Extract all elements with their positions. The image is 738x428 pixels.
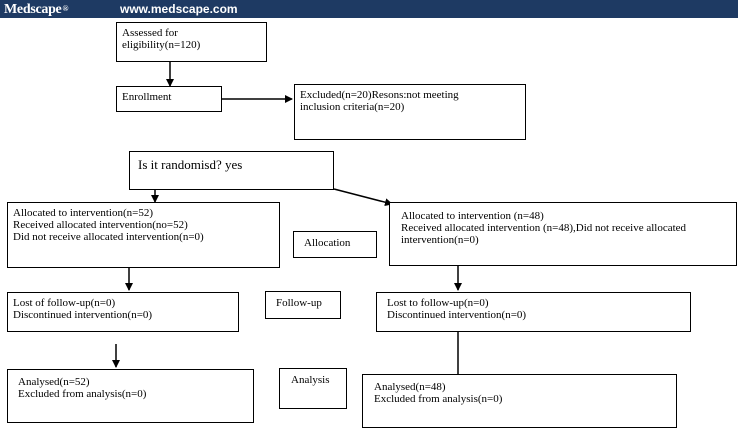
registered-mark: ® <box>62 4 69 13</box>
box-text: eligibility(n=120) <box>122 39 201 51</box>
box-text: Lost of follow-up(n=0) <box>13 297 116 309</box>
assessed-box: Assessed for eligibility(n=120) <box>116 22 267 62</box>
box-text: Discontinued intervention(n=0) <box>13 309 153 321</box>
excluded-box: Excluded(n=20)Resons:not meeting inclusi… <box>294 84 526 140</box>
box-text: Is it randomisd? yes <box>138 157 243 172</box>
alloc-right-box: Allocated to intervention (n=48) Receive… <box>389 202 737 266</box>
arrow-randomised-to-right <box>333 188 393 207</box>
box-text: Excluded from analysis(n=0) <box>374 393 503 405</box>
box-text: Did not receive allocated intervention(n… <box>13 231 204 243</box>
box-text: Discontinued intervention(n=0) <box>387 309 527 321</box>
stage-label: Allocation <box>304 237 351 249</box>
box-text: Analysed(n=48) <box>374 381 446 393</box>
box-text: Excluded from analysis(n=0) <box>18 388 147 400</box>
box-text: Analysed(n=52) <box>18 376 90 388</box>
followup-label-box: Follow-up <box>265 291 341 319</box>
box-text: Lost to follow-up(n=0) <box>387 297 489 309</box>
box-text: inclusion criteria(n=20) <box>300 101 405 113</box>
analysis-label-box: Analysis <box>279 368 347 409</box>
box-text: Received allocated intervention(no=52) <box>13 219 188 231</box>
box-text: Excluded(n=20)Resons:not meeting <box>300 89 459 101</box>
follow-left-box: Lost of follow-up(n=0) Discontinued inte… <box>7 292 239 332</box>
site-url[interactable]: www.medscape.com <box>120 2 238 16</box>
brand-name: Medscape <box>4 2 62 17</box>
randomised-box: Is it randomisd? yes <box>129 151 334 190</box>
follow-right-box: Lost to follow-up(n=0) Discontinued inte… <box>376 292 691 332</box>
box-text: Allocated to intervention (n=48) <box>401 210 544 222</box>
box-text: Received allocated intervention (n=48),D… <box>401 222 687 234</box>
alloc-left-box: Allocated to intervention(n=52) Received… <box>7 202 280 268</box>
analysis-right-box: Analysed(n=48) Excluded from analysis(n=… <box>362 374 677 428</box>
header-bar: Medscape® www.medscape.com <box>0 0 738 18</box>
medscape-logo[interactable]: Medscape® <box>4 0 68 18</box>
box-text: Enrollment <box>122 91 172 103</box>
box-text: Assessed for <box>122 27 178 39</box>
box-text: intervention(n=0) <box>401 234 479 246</box>
analysis-left-box: Analysed(n=52) Excluded from analysis(n=… <box>7 369 254 423</box>
stage-label: Follow-up <box>276 297 322 309</box>
stage-label: Analysis <box>291 374 330 386</box>
enrollment-box: Enrollment <box>116 86 222 112</box>
allocation-label-box: Allocation <box>293 231 377 258</box>
box-text: Allocated to intervention(n=52) <box>13 207 153 219</box>
